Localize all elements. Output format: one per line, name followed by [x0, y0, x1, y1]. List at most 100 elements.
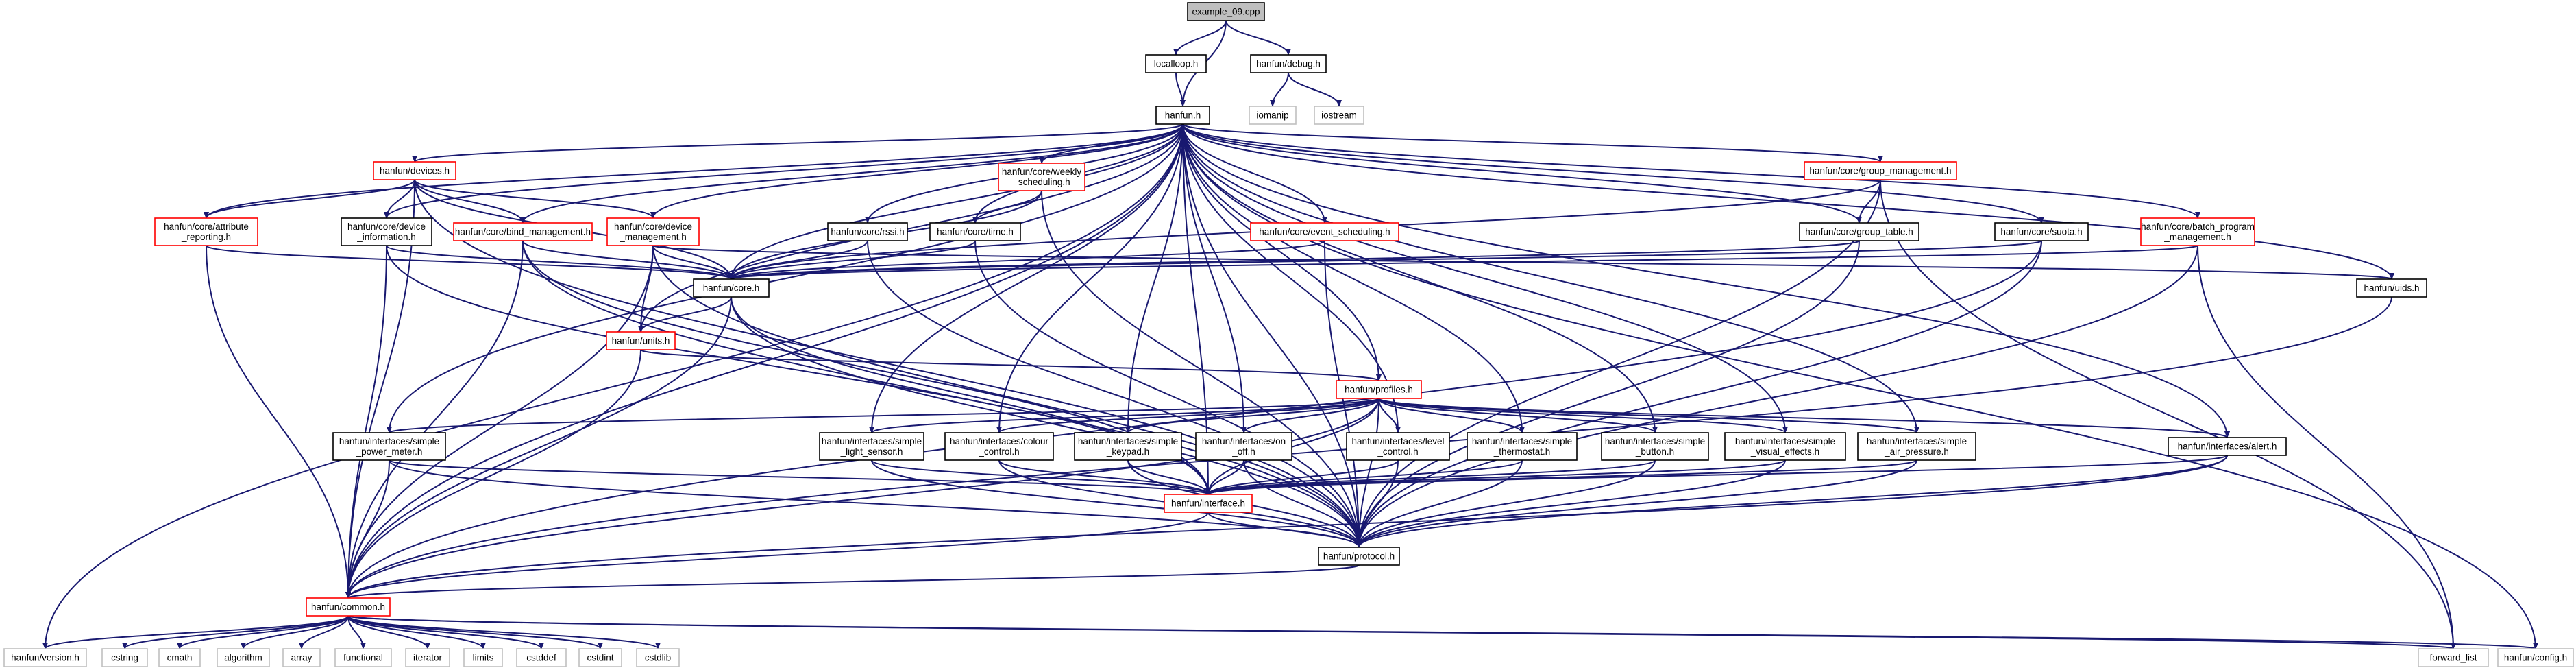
edge-devices-to-bind: [414, 179, 526, 224]
node-label: hanfun/core.h: [703, 283, 760, 294]
node-label: hanfun/interfaces/alert.h: [2178, 442, 2277, 452]
node-label: hanfun/common.h: [311, 602, 385, 612]
node-hanfun-core-device-information-h[interactable]: hanfun/core/device_information.h: [341, 217, 432, 246]
edge-hanfun-to-bind: [520, 123, 1183, 224]
node-hanfun-core-attribute-reporting-h[interactable]: hanfun/core/attribute_reporting.h: [154, 217, 258, 246]
node-label: hanfun/core/device: [614, 222, 692, 232]
node-box: [827, 222, 908, 241]
edge-hanfun-to-thermo: [1182, 123, 1525, 433]
node-box: [516, 648, 567, 667]
node-hanfun-interface-h[interactable]: hanfun/interface.h: [1164, 494, 1253, 513]
node-hanfun-core-rssi-h[interactable]: hanfun/core/rssi.h: [827, 222, 908, 241]
node-hanfun-interfaces-alert-h[interactable]: hanfun/interfaces/alert.h: [2168, 437, 2287, 456]
node-hanfun-devices-h[interactable]: hanfun/devices.h: [373, 161, 456, 180]
node-label: _management.h: [2163, 232, 2231, 242]
node-box: [405, 648, 450, 667]
node-box: [332, 432, 446, 461]
edge-hanfun-to-colour: [996, 123, 1183, 433]
node-layer: example_09.cpp localloop.h hanfun/debug.h i…: [3, 2, 2574, 667]
node-label: cstdlib: [645, 653, 671, 663]
node-hanfun-interfaces-simple-button-h[interactable]: hanfun/interfaces/simple_button.h: [1601, 432, 1709, 461]
node-label: hanfun/debug.h: [1256, 59, 1321, 69]
node-hanfun-units-h[interactable]: hanfun/units.h: [606, 331, 676, 350]
node-box: [1346, 432, 1450, 461]
node-localloop-h[interactable]: localloop.h: [1145, 54, 1207, 73]
node-box: [1250, 54, 1327, 73]
edge-common-to-limits: [347, 615, 486, 649]
edge-bind-to-common: [345, 240, 524, 599]
edge-batch-to-protocol: [1356, 245, 2198, 548]
edge-core-to-units: [638, 296, 732, 333]
edge-hanfun-to-power: [387, 123, 1183, 433]
node-hanfun-core-event-scheduling-h[interactable]: hanfun/core/event_scheduling.h: [1250, 222, 1399, 241]
edge-rssi-to-protocol: [867, 240, 1362, 548]
node-hanfun-interfaces-simple-air-pressure-h[interactable]: hanfun/interfaces/simple_air_pressure.h: [1857, 432, 1976, 461]
node-hanfun-debug-h[interactable]: hanfun/debug.h: [1250, 54, 1327, 73]
node-label: hanfun/core/group_management.h: [1809, 166, 1951, 176]
node-label: hanfun/interfaces/level: [1351, 436, 1444, 446]
node-label: iostream: [1321, 110, 1357, 121]
node-label: hanfun/version.h: [11, 653, 79, 663]
node-label: array: [291, 653, 312, 663]
node-hanfun-interfaces-simple-light-sensor-h[interactable]: hanfun/interfaces/simple_light_sensor.h: [819, 432, 924, 461]
edge-time-to-core: [728, 240, 976, 280]
node-hanfun-core-bind-management-h[interactable]: hanfun/core/bind_management.h: [453, 222, 593, 241]
node-hanfun-interfaces-colour-control-h[interactable]: hanfun/interfaces/colour_control.h: [944, 432, 1054, 461]
edge-bind-to-core: [522, 240, 734, 280]
node-hanfun-core-suota-h[interactable]: hanfun/core/suota.h: [1994, 222, 2089, 241]
node-box: [217, 648, 270, 667]
edge-hanfun-to-protocol: [1182, 123, 1362, 548]
node-hanfun-core-group-table-h[interactable]: hanfun/core/group_table.h: [1799, 222, 1919, 241]
node-hanfun-core-group-management-h[interactable]: hanfun/core/group_management.h: [1804, 161, 1957, 180]
node-label: hanfun/core/bind_management.h: [455, 227, 591, 237]
node-label: hanfun/interfaces/colour: [950, 436, 1049, 446]
node-example-09-cpp[interactable]: example_09.cpp: [1187, 2, 1265, 21]
node-iomanip: iomanip: [1249, 106, 1297, 125]
node-array: array: [282, 648, 321, 667]
edge-rssi-to-core: [728, 240, 868, 280]
node-box: [606, 331, 676, 350]
node-hanfun-core-time-h[interactable]: hanfun/core/time.h: [929, 222, 1021, 241]
node-box: [578, 648, 622, 667]
edge-attr_rep-to-core: [206, 245, 734, 280]
edge-time-to-protocol: [974, 240, 1362, 548]
node-box: [1336, 380, 1422, 399]
node-box: [1724, 432, 1846, 461]
edge-power-to-interface: [389, 459, 1211, 495]
edge-profiles-to-keypad: [1125, 398, 1379, 433]
node-box: [1804, 161, 1957, 180]
node-hanfun-interfaces-simple-visual-effects-h[interactable]: hanfun/interfaces/simple_visual_effects.…: [1724, 432, 1846, 461]
edge-profiles-to-common: [345, 398, 1379, 599]
edge-hanfun-to-event_sched: [1182, 123, 1327, 224]
node-label: hanfun/core/group_table.h: [1805, 227, 1913, 237]
node-hanfun-common-h[interactable]: hanfun/common.h: [306, 597, 391, 617]
node-box: [929, 222, 1021, 241]
node-hanfun-h[interactable]: hanfun.h: [1155, 106, 1210, 125]
node-box: [636, 648, 680, 667]
node-hanfun-protocol-h[interactable]: hanfun/protocol.h: [1318, 547, 1400, 566]
node-hanfun-profiles-h[interactable]: hanfun/profiles.h: [1336, 380, 1422, 399]
edge-common-to-cstring: [122, 615, 349, 649]
node-hanfun-interfaces-simple-thermostat-h[interactable]: hanfun/interfaces/simple_thermostat.h: [1467, 432, 1578, 461]
node-hanfun-core-batch-program-management-h[interactable]: hanfun/core/batch_program_management.h: [2140, 217, 2255, 246]
edge-example-to-debug: [1225, 20, 1291, 56]
node-hanfun-interfaces-simple-keypad-h[interactable]: hanfun/interfaces/simple_keypad.h: [1074, 432, 1182, 461]
edge-profiles-to-thermo: [1378, 398, 1525, 433]
edge-hanfun-to-interface: [1182, 123, 1211, 495]
node-hanfun-core-weekly-scheduling-h[interactable]: hanfun/core/weekly_scheduling.h: [998, 163, 1085, 191]
node-hanfun-interfaces-on-off-h[interactable]: hanfun/interfaces/on_off.h: [1195, 432, 1292, 461]
edge-group_mgmt-to-forward_list: [1880, 179, 2456, 649]
edge-localloop-to-hanfun: [1175, 72, 1186, 107]
node-hanfun-interfaces-level-control-h[interactable]: hanfun/interfaces/level_control.h: [1346, 432, 1450, 461]
edge-debug-to-iostream: [1288, 72, 1342, 107]
node-hanfun-core-h[interactable]: hanfun/core.h: [693, 278, 770, 298]
edge-profiles-to-protocol: [1356, 398, 1379, 548]
node-cstring: cstring: [101, 648, 148, 667]
edge-profiles-to-power: [387, 398, 1379, 433]
node-hanfun-core-device-management-h[interactable]: hanfun/core/device_management.h: [606, 217, 700, 246]
edge-hanfun-to-version: [42, 123, 1183, 649]
node-hanfun-uids-h[interactable]: hanfun/uids.h: [2356, 278, 2427, 298]
node-hanfun-interfaces-simple-power-meter-h[interactable]: hanfun/interfaces/simple_power_meter.h: [332, 432, 446, 461]
node-label: iterator: [413, 653, 443, 663]
node-label: hanfun/interfaces/simple: [1735, 436, 1835, 446]
